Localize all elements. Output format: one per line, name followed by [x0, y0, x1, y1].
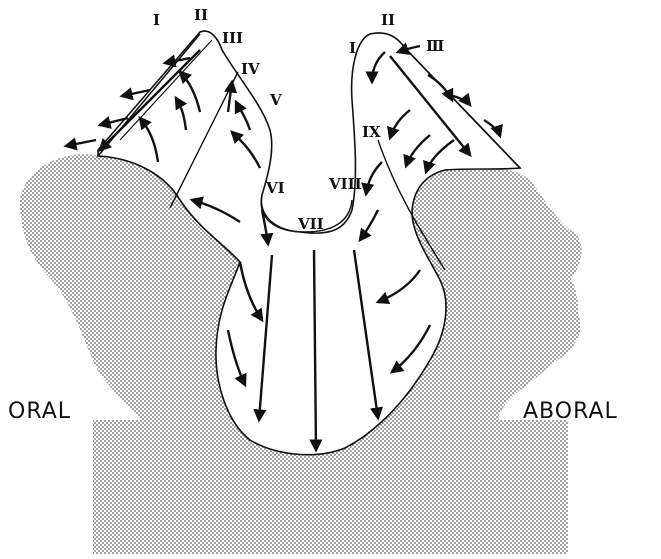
label-left-V: V — [269, 91, 282, 109]
label-right-II: II — [381, 11, 395, 29]
label-left-VI: VI — [265, 179, 285, 197]
oral-label: ORAL — [8, 399, 71, 424]
label-left-II: II — [194, 6, 208, 24]
label-left-I: I — [153, 11, 160, 29]
label-right-IX: IX — [362, 123, 381, 141]
label-right-I: I — [349, 39, 356, 57]
label-right-VIII: VIII — [328, 175, 362, 193]
label-left-III: III — [222, 29, 243, 47]
label-center-VII: VII — [297, 215, 324, 233]
label-left-IV: IV — [241, 60, 260, 78]
label-right-III: Ⅲ — [426, 37, 444, 55]
arrow — [66, 140, 96, 146]
aboral-label: ABORAL — [523, 399, 618, 424]
